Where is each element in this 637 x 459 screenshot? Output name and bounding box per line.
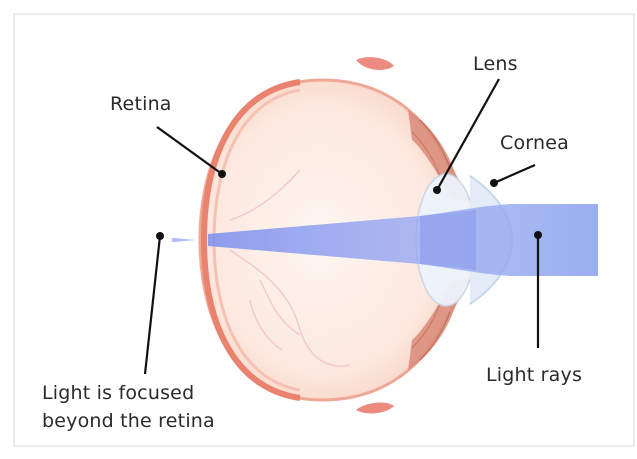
label-cornea: Cornea xyxy=(500,130,569,156)
lens-leader xyxy=(437,79,499,190)
label-lens: Lens xyxy=(473,51,518,77)
label-focus-line2: beyond the retina xyxy=(42,408,215,434)
label-focus-line1: Light is focused xyxy=(42,380,194,406)
upper-muscle xyxy=(356,57,394,70)
focus-leader xyxy=(145,236,160,374)
cornea-leader xyxy=(494,165,535,183)
focal-point xyxy=(172,238,196,242)
retina-leader xyxy=(157,127,222,174)
lower-muscle xyxy=(356,403,394,414)
label-retina: Retina xyxy=(110,91,172,117)
label-light-rays: Light rays xyxy=(486,362,582,388)
